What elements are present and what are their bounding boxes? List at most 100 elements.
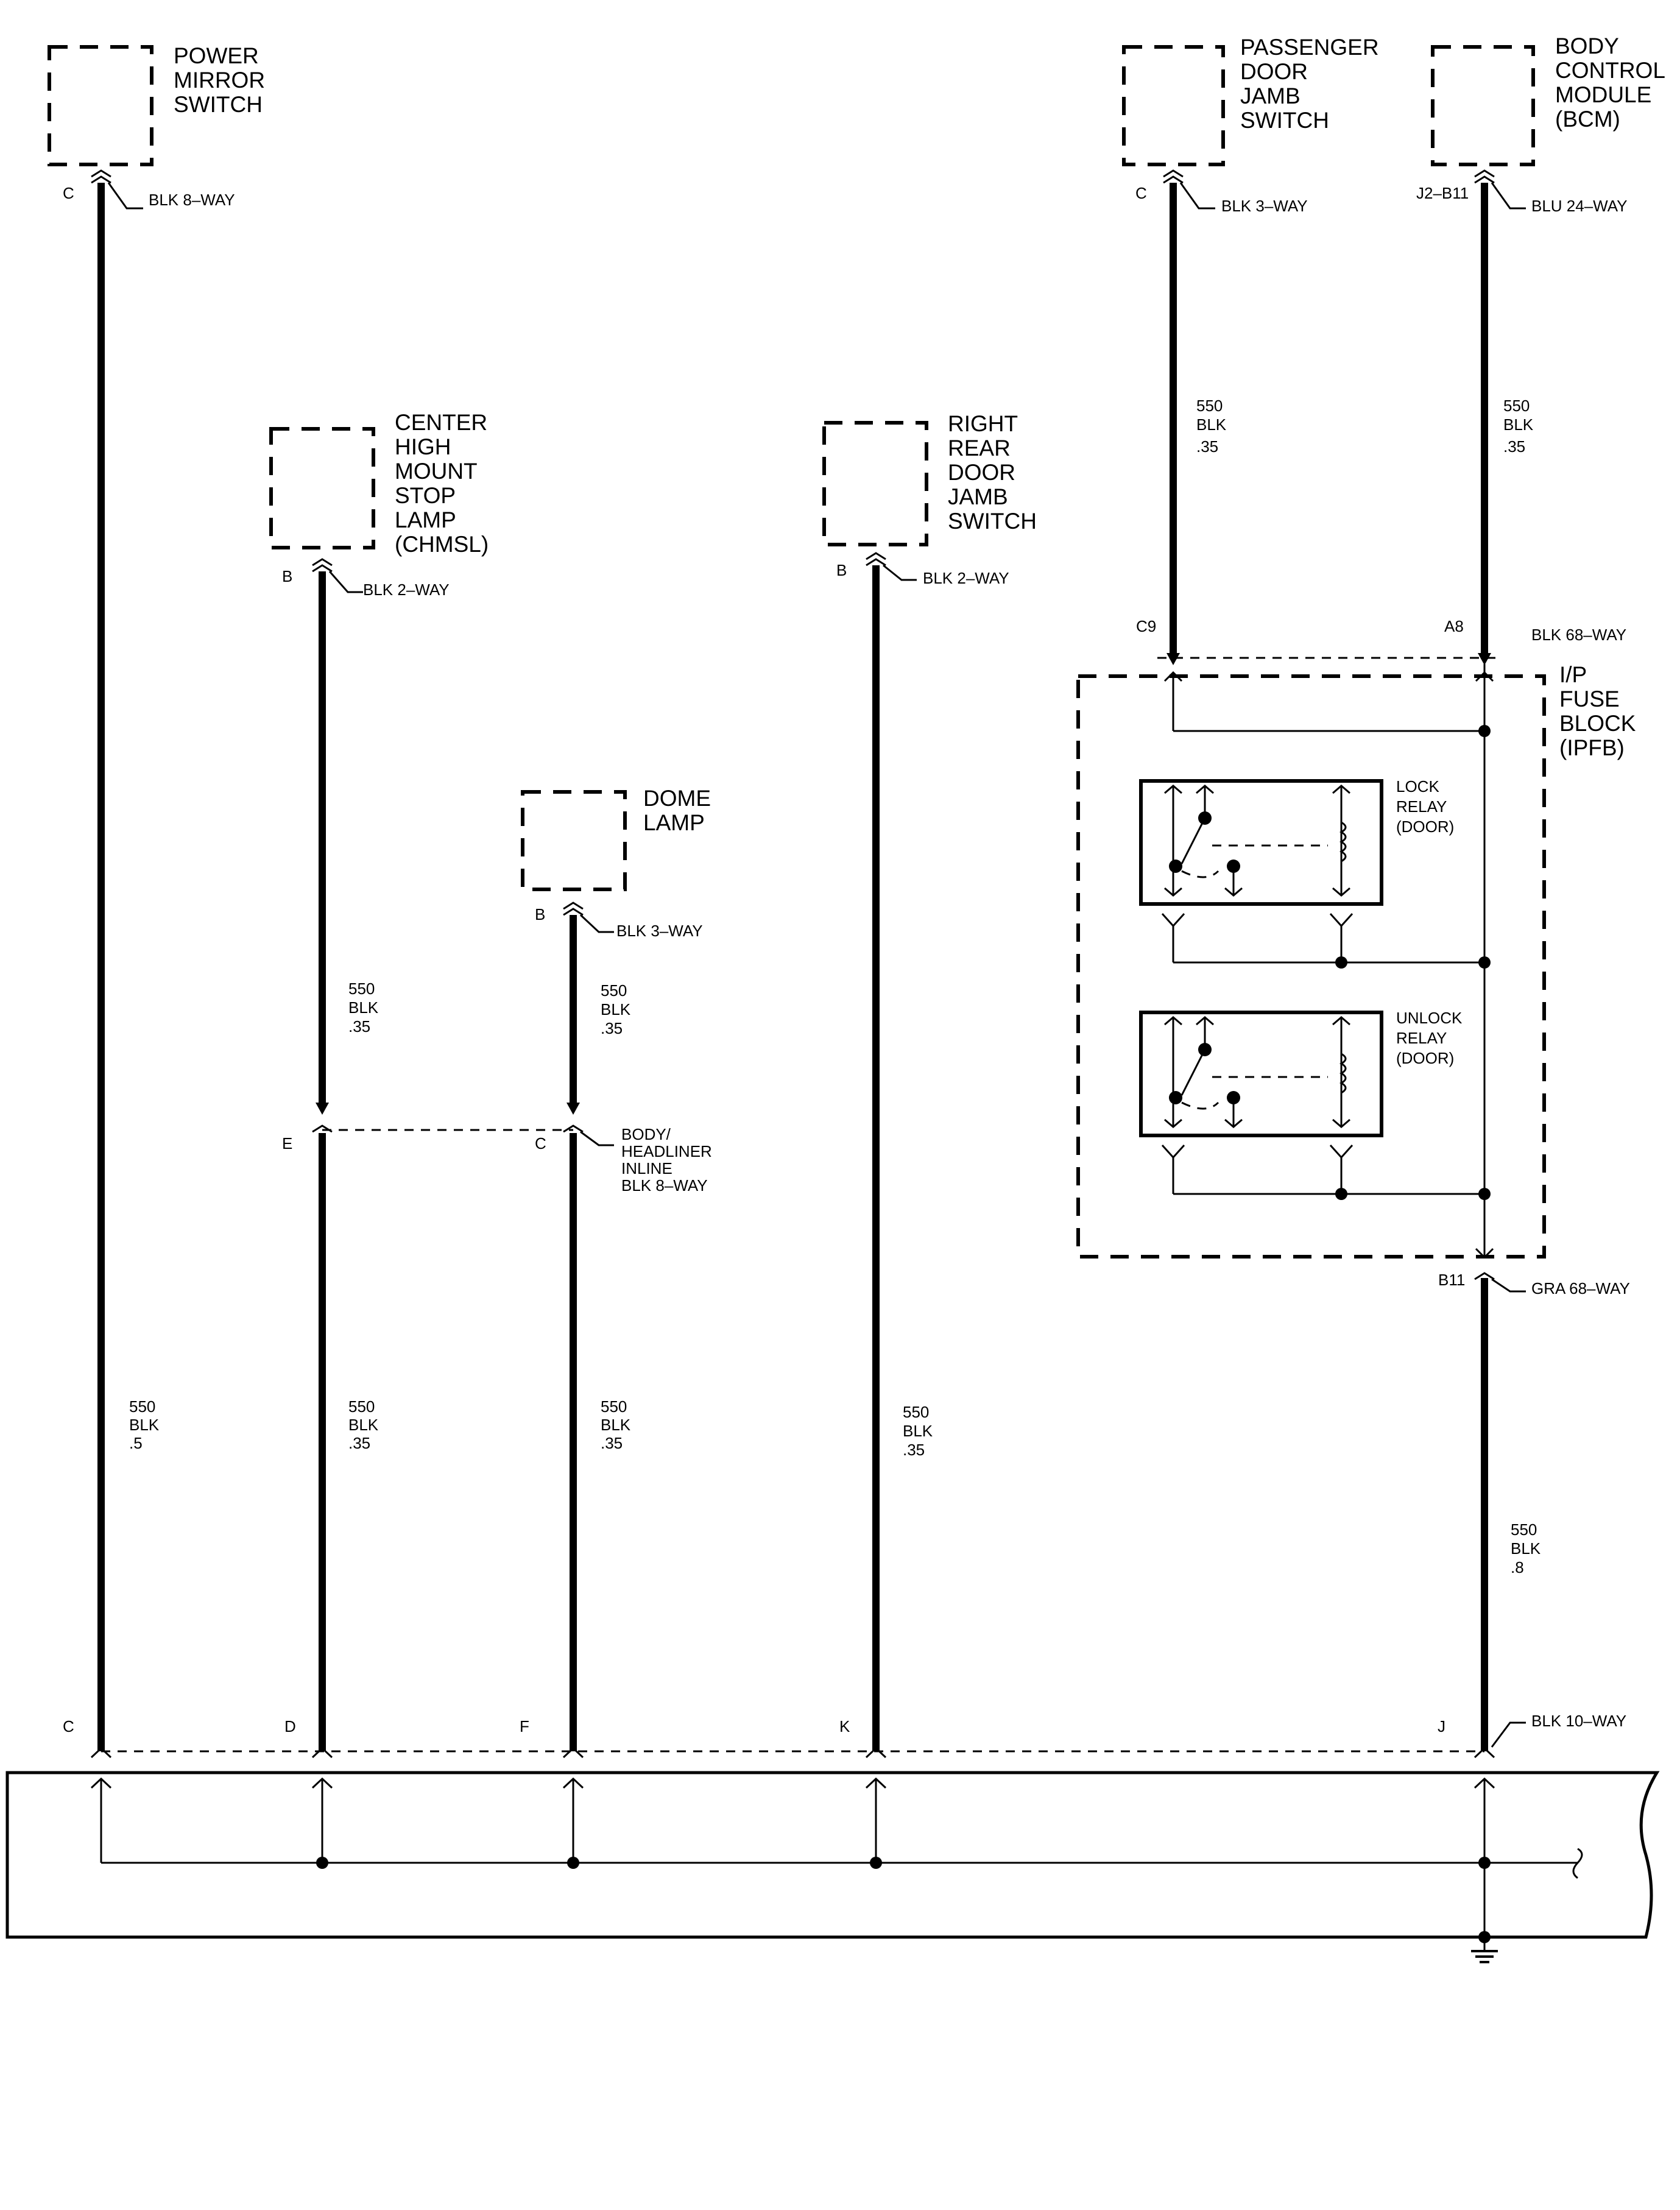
ipfb-label-2: FUSE bbox=[1559, 687, 1620, 711]
ground-icon bbox=[1471, 1940, 1498, 1963]
conn-bottom: BLK 10–WAY bbox=[1531, 1712, 1626, 1730]
pin-bottom-d: D bbox=[284, 1717, 296, 1735]
pin-inline-c: C bbox=[535, 1134, 546, 1153]
lock-relay-label-2: RELAY bbox=[1396, 797, 1447, 816]
w-rr-1: 550 bbox=[903, 1403, 929, 1421]
pin-passenger: C bbox=[1135, 184, 1147, 202]
w-rr-2: BLK bbox=[903, 1422, 933, 1440]
pin-dome: B bbox=[535, 905, 545, 923]
w-dome-bot-2: BLK bbox=[601, 1416, 631, 1434]
w-bcm-1: 550 bbox=[1503, 397, 1530, 415]
lock-relay-label-1: LOCK bbox=[1396, 777, 1439, 796]
bcm-label-1: BODY bbox=[1555, 34, 1619, 58]
right-rear-door-jamb-switch: RIGHT REAR DOOR JAMB SWITCH bbox=[822, 411, 1037, 546]
w-chmsl-top-1: 550 bbox=[348, 980, 375, 998]
w-bcm-2: BLK bbox=[1503, 415, 1534, 434]
chmsl-label-4: STOP bbox=[395, 483, 456, 508]
dome-lamp: DOME LAMP bbox=[521, 786, 711, 891]
conn-rr-jamb: BLK 2–WAY bbox=[923, 569, 1009, 587]
power-mirror-switch-label-1: POWER bbox=[174, 43, 259, 68]
w-passenger-1: 550 bbox=[1196, 397, 1223, 415]
conn-inline-1: BODY/ bbox=[621, 1125, 671, 1143]
rr-switch-label-5: SWITCH bbox=[948, 509, 1037, 534]
w-chmsl-bot-3: .35 bbox=[348, 1434, 370, 1452]
ipfb: I/P FUSE BLOCK (IPFB) bbox=[1076, 657, 1636, 1259]
conn-passenger: BLK 3–WAY bbox=[1221, 197, 1308, 215]
unlock-relay-label-3: (DOOR) bbox=[1396, 1049, 1454, 1067]
ipfb-label-3: BLOCK bbox=[1559, 711, 1636, 736]
connector-labels: C BLK 8–WAY C BLK 3–WAY J2–B11 BLU 24–WA… bbox=[63, 184, 1630, 1735]
chmsl-label-1: CENTER bbox=[395, 410, 487, 435]
conn-ipfb-in: BLK 68–WAY bbox=[1531, 626, 1626, 644]
pin-bottom-j: J bbox=[1438, 1717, 1445, 1735]
w-dome-bot-3: .35 bbox=[601, 1434, 623, 1452]
conn-bcm: BLU 24–WAY bbox=[1531, 197, 1628, 215]
conn-inline-3: INLINE bbox=[621, 1159, 672, 1177]
chmsl-label-2: HIGH bbox=[395, 434, 451, 459]
bcm-label-4: (BCM) bbox=[1555, 107, 1620, 132]
unlock-relay: UNLOCK RELAY (DOOR) bbox=[1139, 1009, 1484, 1200]
conn-ipfb-out: GRA 68–WAY bbox=[1531, 1279, 1630, 1297]
unlock-relay-label-1: UNLOCK bbox=[1396, 1009, 1463, 1027]
w-ipfb-out-3: .8 bbox=[1511, 1558, 1524, 1576]
rr-switch-label-1: RIGHT bbox=[948, 411, 1018, 436]
passenger-switch-label-2: DOOR bbox=[1240, 59, 1308, 84]
w-mirror-3: .5 bbox=[129, 1434, 143, 1452]
pin-ipfb-a8: A8 bbox=[1444, 617, 1464, 635]
power-mirror-switch: POWER MIRROR SWITCH bbox=[48, 43, 265, 166]
pin-power-mirror: C bbox=[63, 184, 74, 202]
passenger-door-jamb-switch: PASSENGER DOOR JAMB SWITCH bbox=[1122, 35, 1379, 166]
pin-bcm: J2–B11 bbox=[1416, 184, 1469, 202]
w-chmsl-bot-2: BLK bbox=[348, 1416, 379, 1434]
connector-leaders bbox=[107, 182, 1526, 1748]
ground-distribution-block bbox=[5, 1750, 1660, 1963]
power-mirror-switch-label-2: MIRROR bbox=[174, 68, 265, 93]
w-passenger-2: BLK bbox=[1196, 415, 1227, 434]
pin-chmsl: B bbox=[282, 567, 292, 585]
passenger-switch-label-4: SWITCH bbox=[1240, 108, 1329, 133]
bcm-label-3: MODULE bbox=[1555, 82, 1651, 107]
w-chmsl-top-3: .35 bbox=[348, 1017, 370, 1036]
pin-bottom-k: K bbox=[839, 1717, 850, 1735]
w-dome-top-3: .35 bbox=[601, 1019, 623, 1037]
ipfb-label-4: (IPFB) bbox=[1559, 735, 1625, 760]
passenger-switch-label-1: PASSENGER bbox=[1240, 35, 1379, 60]
w-dome-top-2: BLK bbox=[601, 1000, 631, 1019]
lock-relay-label-3: (DOOR) bbox=[1396, 817, 1454, 836]
chmsl: CENTER HIGH MOUNT STOP LAMP (CHMSL) bbox=[269, 410, 489, 557]
conn-inline-2: HEADLINER bbox=[621, 1142, 712, 1160]
ipfb-label-1: I/P bbox=[1559, 662, 1587, 687]
conn-inline-4: BLK 8–WAY bbox=[621, 1176, 708, 1195]
w-bcm-3: .35 bbox=[1503, 437, 1525, 456]
rr-switch-label-4: JAMB bbox=[948, 484, 1008, 509]
unlock-relay-label-2: RELAY bbox=[1396, 1029, 1447, 1047]
w-chmsl-top-2: BLK bbox=[348, 998, 379, 1017]
rr-switch-label-2: REAR bbox=[948, 436, 1011, 461]
pin-ipfb-b11: B11 bbox=[1438, 1271, 1465, 1289]
w-dome-bot-1: 550 bbox=[601, 1397, 627, 1416]
w-mirror-1: 550 bbox=[129, 1397, 155, 1416]
chmsl-label-5: LAMP bbox=[395, 507, 456, 532]
conn-chmsl: BLK 2–WAY bbox=[363, 581, 450, 599]
pin-bottom-c: C bbox=[63, 1717, 74, 1735]
pin-rr-jamb: B bbox=[836, 561, 847, 579]
dome-lamp-label-2: LAMP bbox=[643, 810, 705, 835]
lock-relay: LOCK RELAY (DOOR) bbox=[1139, 777, 1484, 969]
w-chmsl-bot-1: 550 bbox=[348, 1397, 375, 1416]
pin-ipfb-c9: C9 bbox=[1136, 617, 1156, 635]
conn-dome: BLK 3–WAY bbox=[616, 922, 703, 940]
w-ipfb-out-2: BLK bbox=[1511, 1539, 1541, 1558]
wire-labels: 550 BLK .5 550 BLK .35 550 BLK .35 550 B… bbox=[129, 397, 1541, 1576]
bcm-label-2: CONTROL bbox=[1555, 58, 1665, 83]
pin-inline-e: E bbox=[282, 1134, 292, 1153]
dome-lamp-label-1: DOME bbox=[643, 786, 711, 811]
chmsl-label-3: MOUNT bbox=[395, 459, 478, 484]
w-rr-3: .35 bbox=[903, 1441, 925, 1459]
w-passenger-3: .35 bbox=[1196, 437, 1218, 456]
conn-power-mirror: BLK 8–WAY bbox=[149, 191, 235, 209]
w-mirror-2: BLK bbox=[129, 1416, 160, 1434]
body-control-module: BODY CONTROL MODULE (BCM) bbox=[1431, 34, 1665, 166]
passenger-switch-label-3: JAMB bbox=[1240, 83, 1301, 108]
rr-switch-label-3: DOOR bbox=[948, 460, 1015, 485]
